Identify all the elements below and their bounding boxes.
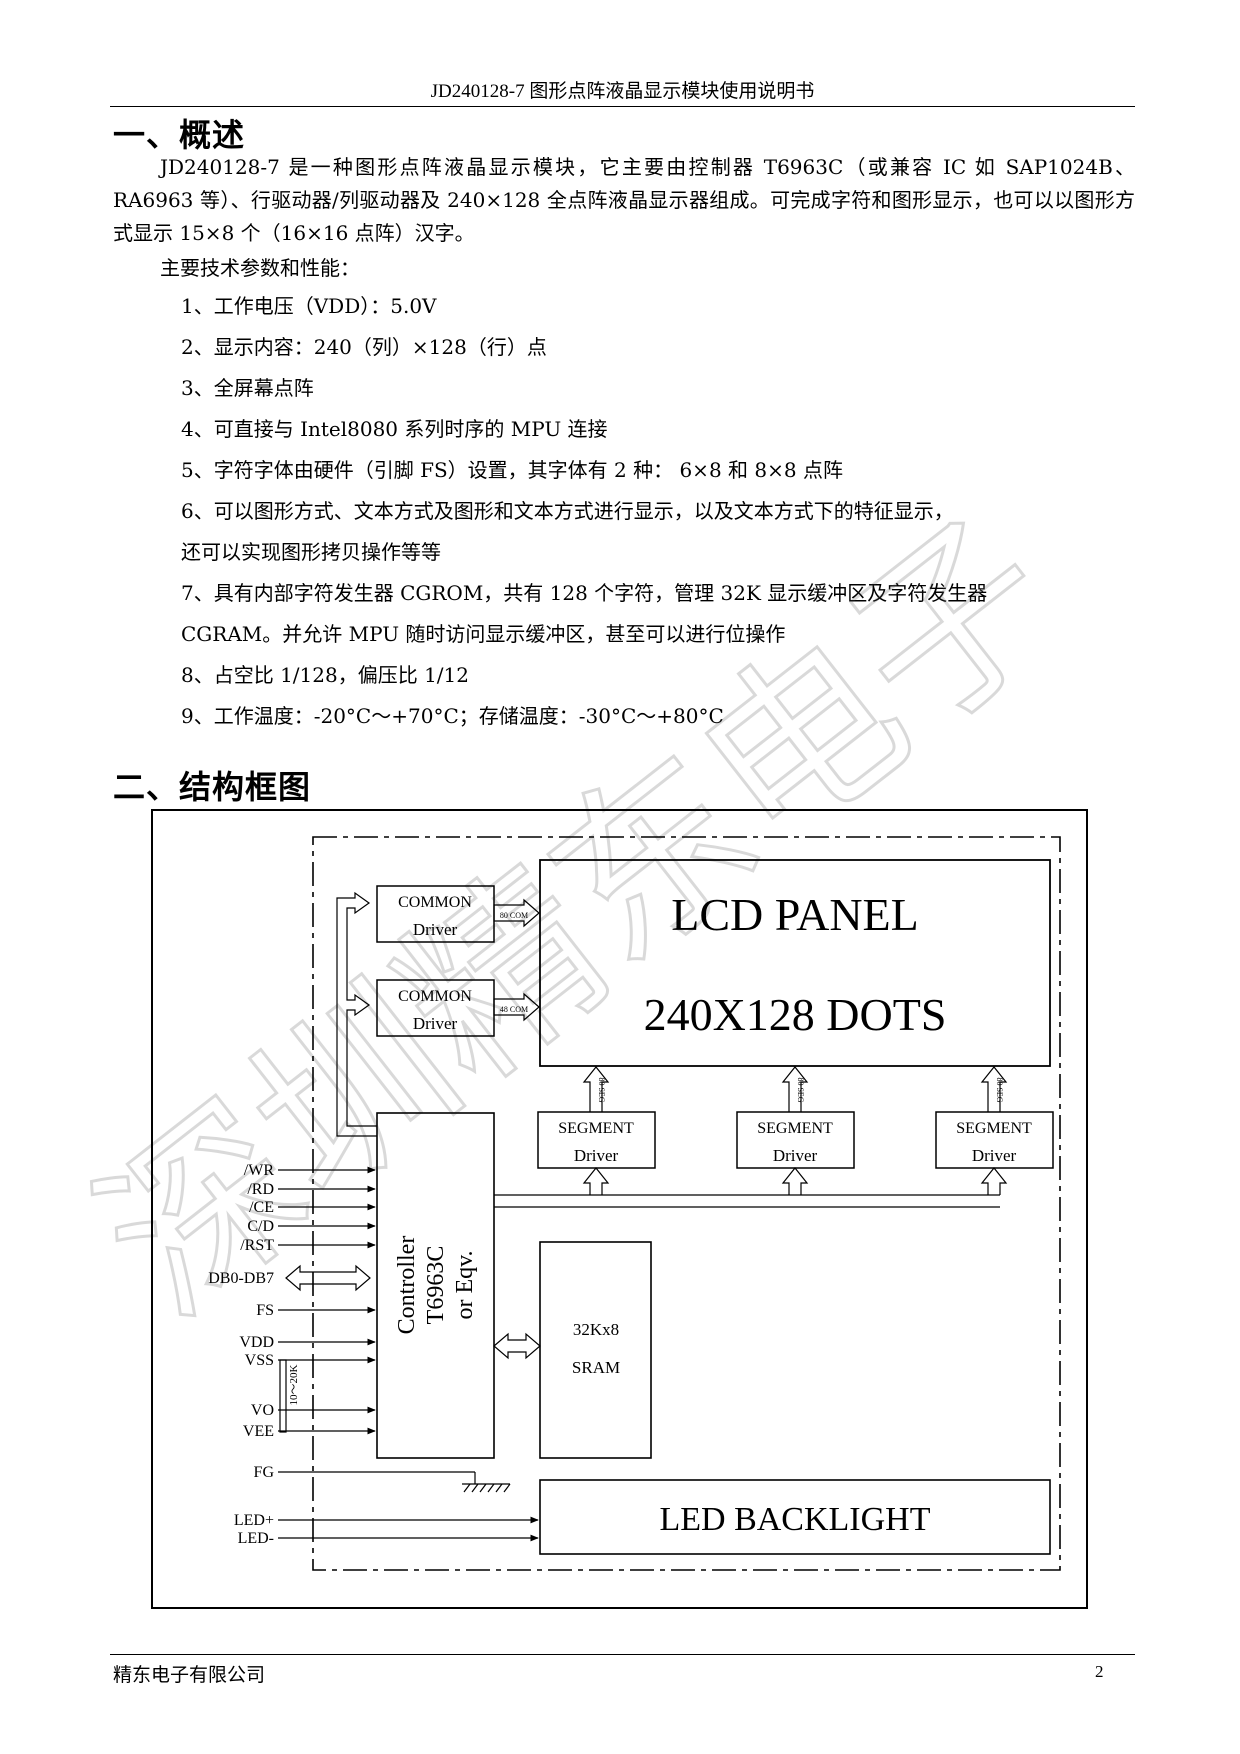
controller-to-common-bus [336, 891, 377, 1137]
segment-driver-sublabel: Driver [574, 1146, 619, 1165]
signal-label-fg: FG [254, 1464, 275, 1481]
param-item: 2、显示内容：240（列）×128（行）点 [181, 335, 547, 359]
param-item: 9、工作温度：-20°C～+70°C；存储温度：-30°C～+80°C [181, 704, 724, 728]
common-driver-2: COMMON Driver 48 COM [376, 979, 540, 1037]
signal-lines [278, 1166, 539, 1542]
signal-labels: /WR /RD /CE C/D /RST DB0-DB7 FS VDD VSS … [208, 1162, 274, 1547]
watermark: 深圳精东电子 [60, 478, 1097, 1357]
common-bus-label: 80 COM [500, 911, 528, 920]
footer-company: 精东电子有限公司 [113, 1664, 266, 1686]
module-boundary [312, 836, 1061, 1571]
controller-box [376, 1112, 495, 1459]
signal-label-data-bus: DB0-DB7 [208, 1270, 274, 1287]
segment-driver-label: SEGMENT [558, 1120, 634, 1137]
overview-intro: JD240128-7 是一种图形点阵液晶显示模块，它主要由控制器 T6963C（… [113, 155, 1135, 245]
signal-label-rst: /RST [240, 1237, 274, 1254]
param-item: 5、字符字体由硬件（引脚 FS）设置，其字体有 2 种： 6×8 和 8×8 点… [181, 458, 843, 482]
overview-paragraph: JD240128-7 是一种图形点阵液晶显示模块，它主要由控制器 T6963C（… [113, 151, 1135, 250]
param-item-continuation: CGRAM。并允许 MPU 随时访问显示缓冲区，甚至可以进行位操作 [181, 622, 786, 646]
signal-label-cd: C/D [247, 1218, 274, 1235]
param-item: 1、工作电压（VDD）：5.0V [181, 294, 437, 318]
lcd-panel-box [539, 859, 1051, 1067]
segment-driver-3: SEGMENT Driver 80 SEG [935, 1066, 1054, 1195]
common-driver-1: COMMON Driver 80 COM [376, 885, 540, 943]
footer-rule [110, 1654, 1135, 1655]
lcd-panel-dots-label: 240X128 DOTS [644, 989, 947, 1040]
footer-page-number: 2 [1095, 1662, 1104, 1681]
potentiometer-label: 10～20K [288, 1364, 300, 1405]
signal-label-led-plus: LED+ [234, 1512, 274, 1529]
backlight-label: LED BACKLIGHT [659, 1501, 930, 1538]
segment-bus-label: 80 SEG [796, 1077, 805, 1102]
signal-label-ce: /CE [249, 1199, 274, 1216]
section-title-block-diagram: 二、结构框图 [113, 768, 312, 806]
outer-border [151, 809, 1088, 1609]
backlight-box [539, 1479, 1051, 1555]
param-item: 8、占空比 1/128，偏压比 1/12 [181, 663, 469, 687]
segment-driver-2: SEGMENT Driver 80 SEG [736, 1066, 855, 1195]
page-header: JD240128-7 图形点阵液晶显示模块使用说明书 [430, 81, 815, 102]
controller-eqv-label: or Eqv. [452, 1250, 478, 1319]
segment-driver-sublabel: Driver [773, 1146, 818, 1165]
signal-label-wr: /WR [244, 1162, 275, 1179]
lcd-panel-label: LCD PANEL [671, 889, 919, 940]
segment-bus-label: 80 SEG [995, 1077, 1004, 1102]
segment-driver-label: SEGMENT [956, 1120, 1032, 1137]
sram-label: SRAM [572, 1358, 620, 1377]
common-driver-sublabel: Driver [413, 920, 458, 939]
header-rule [110, 106, 1135, 107]
param-item-continuation: 还可以实现图形拷贝操作等等 [181, 540, 441, 564]
watermark-text: 深圳精东电子 [62, 479, 1096, 1355]
signal-label-fs: FS [256, 1302, 274, 1319]
params-heading: 主要技术参数和性能： [160, 256, 360, 280]
param-item: 3、全屏幕点阵 [181, 376, 314, 400]
common-driver-label: COMMON [398, 988, 472, 1005]
parameter-list: 主要技术参数和性能： 1、工作电压（VDD）：5.0V 2、显示内容：240（列… [113, 250, 1138, 737]
common-bus-label: 48 COM [500, 1005, 528, 1014]
segment-driver-1: SEGMENT Driver 80 SEG [537, 1066, 656, 1195]
controller-chip-label: T6963C [423, 1246, 449, 1325]
param-item: 4、可直接与 Intel8080 系列时序的 MPU 连接 [181, 417, 608, 441]
controller-to-segment-bus [494, 1194, 1000, 1208]
segment-bus-label: 80 SEG [597, 1077, 606, 1102]
param-item: 6、可以图形方式、文本方式及图形和文本方式进行显示，以及文本方式下的特征显示， [181, 499, 954, 523]
section-title-overview: 一、概述 [113, 116, 246, 154]
segment-driver-label: SEGMENT [757, 1120, 833, 1137]
signal-label-led-minus: LED- [238, 1530, 274, 1547]
common-driver-label: COMMON [398, 894, 472, 911]
signal-label-vo: VO [251, 1402, 274, 1419]
sram-box [539, 1241, 652, 1459]
signal-label-vee: VEE [243, 1423, 274, 1440]
signal-label-vss: VSS [245, 1352, 274, 1369]
controller-label: Controller [394, 1236, 420, 1335]
signal-label-vdd: VDD [239, 1334, 274, 1351]
signal-label-rd: /RD [247, 1181, 274, 1198]
controller-sram-bus [493, 1332, 541, 1360]
common-driver-sublabel: Driver [413, 1014, 458, 1033]
sram-size-label: 32Kx8 [573, 1320, 619, 1339]
segment-driver-sublabel: Driver [972, 1146, 1017, 1165]
param-item: 7、具有内部字符发生器 CGROM，共有 128 个字符，管理 32K 显示缓冲… [181, 581, 988, 605]
